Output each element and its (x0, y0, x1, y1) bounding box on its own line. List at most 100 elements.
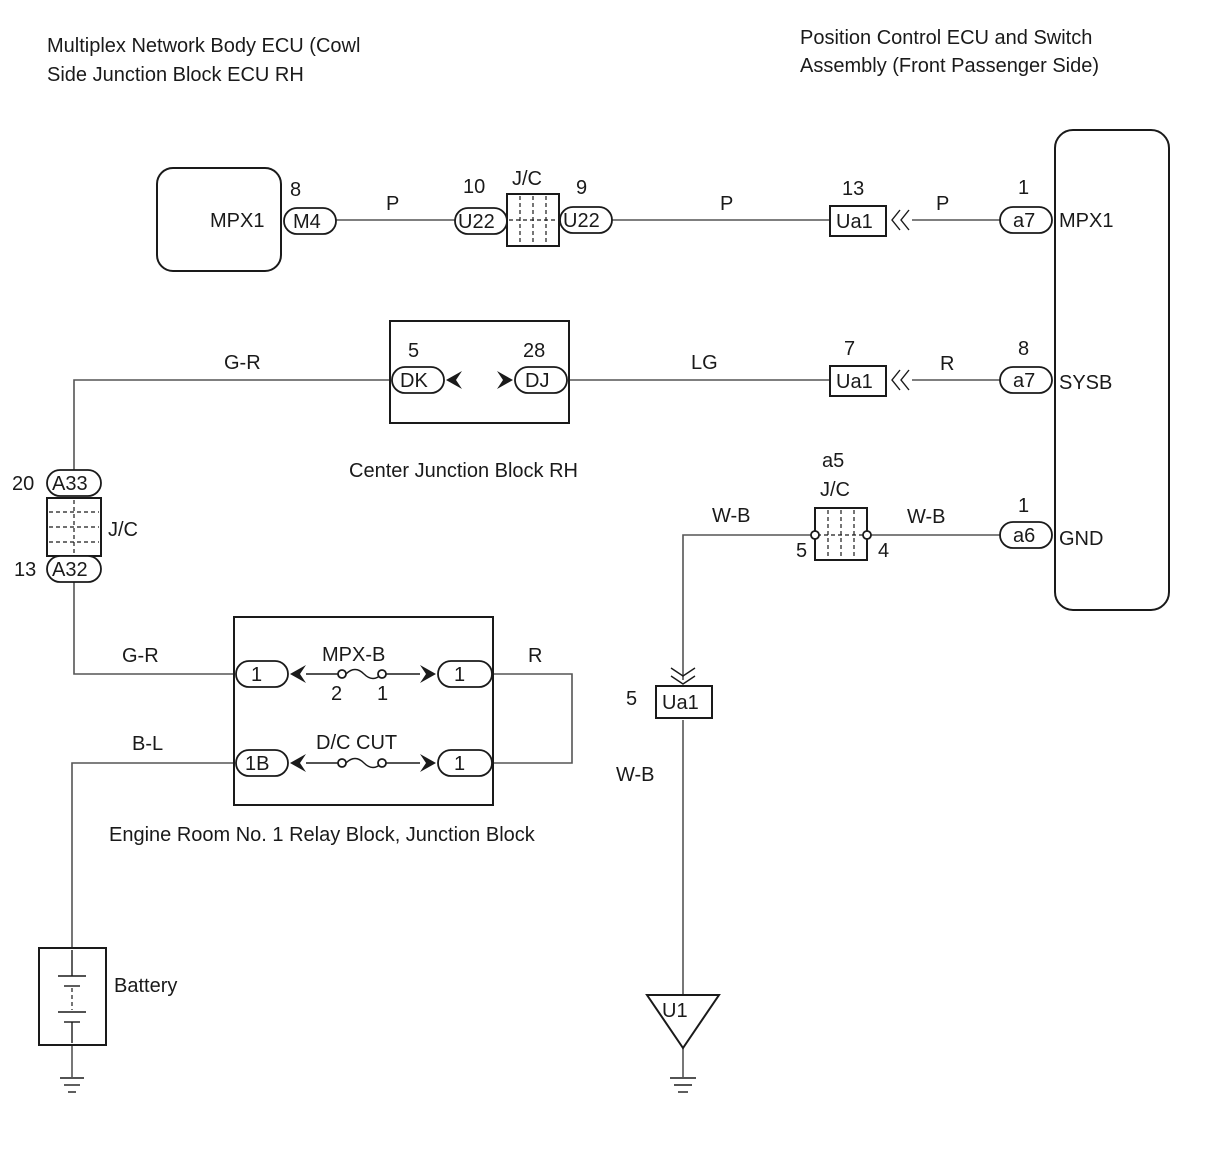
connector-a6-gnd-pin: 1 (1018, 495, 1029, 517)
fuse-mpx-b-pin-right: 1 (377, 683, 388, 705)
connector-dk (391, 366, 445, 394)
wire-color-sysb-left: G-R (224, 352, 261, 374)
connector-a33 (46, 469, 102, 497)
wire-bl (71, 762, 236, 948)
connector-ua1-7 (829, 365, 887, 397)
connector-rb-right-1-label: 1 (454, 664, 465, 686)
fuse-mpx-b-label: MPX-B (322, 644, 385, 666)
wire-r-loop (492, 673, 573, 764)
wire-color-wb-right: W-B (907, 506, 946, 528)
terminal-gnd: GND (1059, 528, 1103, 550)
wire-color-sysb-right: R (940, 353, 954, 375)
position-ecu-box (1054, 129, 1170, 611)
jc-right-pin-left: 5 (796, 540, 807, 562)
body-ecu-box (156, 167, 282, 272)
body-ecu-title-1: Multiplex Network Body ECU (Cowl (47, 35, 360, 57)
connector-rb-right-1 (437, 660, 493, 688)
inline-ua1-5: Ua1 5 (626, 667, 713, 719)
connector-ua1-5-label: Ua1 (662, 692, 699, 714)
connector-a7-sysb-label: a7 (1013, 370, 1035, 392)
position-ecu: a7 1 MPX1 a7 8 SYSB a6 1 GND (999, 129, 1170, 611)
connector-u22-right (559, 206, 613, 234)
connector-dj-label: DJ (525, 370, 549, 392)
connector-u22-left-pin: 10 (463, 176, 485, 198)
jc-right-pin-4 (862, 530, 872, 540)
connector-a32-label: A32 (52, 559, 88, 581)
connector-a32 (46, 555, 102, 583)
wire-gnd-left (682, 534, 815, 680)
position-ecu-title-1: Position Control ECU and Switch (800, 27, 1092, 49)
center-junction-block: DK 5 DJ 28 Center Junction Block RH (349, 320, 578, 482)
fuse-mpx-b-pin-left: 2 (331, 683, 342, 705)
connector-m4-label: M4 (293, 211, 321, 233)
fuse-mpx-b-icon (345, 668, 383, 680)
wire-color-sysb-mid: LG (691, 352, 718, 374)
wire-color-bl: B-L (132, 733, 163, 755)
ground-triangle-icon (645, 994, 721, 1050)
wire-gr-lower (73, 582, 236, 675)
jc-left-label: J/C (108, 519, 138, 541)
wire-color-wb-down: W-B (616, 764, 655, 786)
jc-top-label: J/C (512, 168, 542, 190)
terminal-male-icon (420, 665, 436, 683)
wire-color-mpx-right: P (936, 193, 949, 215)
connector-ua1-13 (829, 205, 887, 237)
connector-rb-left-1-label: 1 (251, 664, 262, 686)
jc-right-label: J/C (820, 479, 850, 501)
connector-dj-pin: 28 (523, 340, 545, 362)
chevron-icon (900, 369, 910, 391)
fuse-pin-2 (337, 669, 347, 679)
connector-a6-gnd (999, 521, 1053, 549)
terminal-male-icon (420, 754, 436, 772)
connector-ua1-7-pin: 7 (844, 338, 855, 360)
ground-point-label: U1 (662, 1000, 688, 1022)
connector-dj (514, 366, 568, 394)
connector-a32-pin: 13 (14, 559, 36, 581)
fuse-pin-1 (377, 669, 387, 679)
jc-right: a5 J/C 5 4 (796, 450, 889, 562)
connector-a7-mpx1 (999, 206, 1053, 234)
connector-rb-left-1 (235, 660, 289, 688)
connector-a6-gnd-label: a6 (1013, 525, 1035, 547)
connector-u22-right-label: U22 (563, 210, 600, 232)
connector-dk-label: DK (400, 370, 428, 392)
body-ecu-terminal: MPX1 (210, 210, 264, 232)
terminal-female-icon (290, 665, 306, 683)
jc-right-id: a5 (822, 450, 844, 472)
connector-m4 (283, 207, 337, 235)
connector-u22-left-label: U22 (458, 211, 495, 233)
jc-right-pin-5 (810, 530, 820, 540)
wire-color-mpx-left: P (386, 193, 399, 215)
ground-point-u1: U1 (645, 994, 721, 1093)
inline-ua1-7: Ua1 7 (829, 338, 910, 397)
connector-u22-right-pin: 9 (576, 177, 587, 199)
inline-ua1-13: Ua1 13 (829, 178, 910, 237)
connector-a7-sysb (999, 366, 1053, 394)
connector-a33-pin: 20 (12, 473, 34, 495)
wires (71, 219, 1000, 1077)
engine-room-relay-block: 1 1 MPX-B 2 1 1B 1 D/C CUT Engine Room N… (109, 616, 536, 846)
connector-a7-mpx1-pin: 1 (1018, 177, 1029, 199)
chevron-icon (891, 209, 901, 231)
wire-color-gr-lower: G-R (122, 645, 159, 667)
terminal-female-icon (290, 754, 306, 772)
jc-right-pin-right: 4 (878, 540, 889, 562)
connector-rb-right-2 (437, 749, 493, 777)
connector-ua1-5-pin: 5 (626, 688, 637, 710)
chevron-down-icon (670, 667, 696, 677)
wire-color-mpx-mid: P (720, 193, 733, 215)
connector-m4-pin: 8 (290, 179, 301, 201)
connector-ua1-5 (655, 685, 713, 719)
wire-gr-upper (73, 379, 392, 470)
fuse-pin-left (337, 758, 347, 768)
jc-top: U22 10 J/C U22 9 (454, 168, 613, 247)
connector-rb-right-2-label: 1 (454, 753, 465, 775)
connector-dk-pin: 5 (408, 340, 419, 362)
terminal-mpx1: MPX1 (1059, 210, 1113, 232)
battery-label: Battery (114, 975, 177, 997)
body-ecu: MPX1 M4 8 (156, 167, 337, 272)
chevron-down-icon (670, 675, 696, 685)
wire-color-wb-left: W-B (712, 505, 751, 527)
battery: Battery (38, 947, 177, 1046)
